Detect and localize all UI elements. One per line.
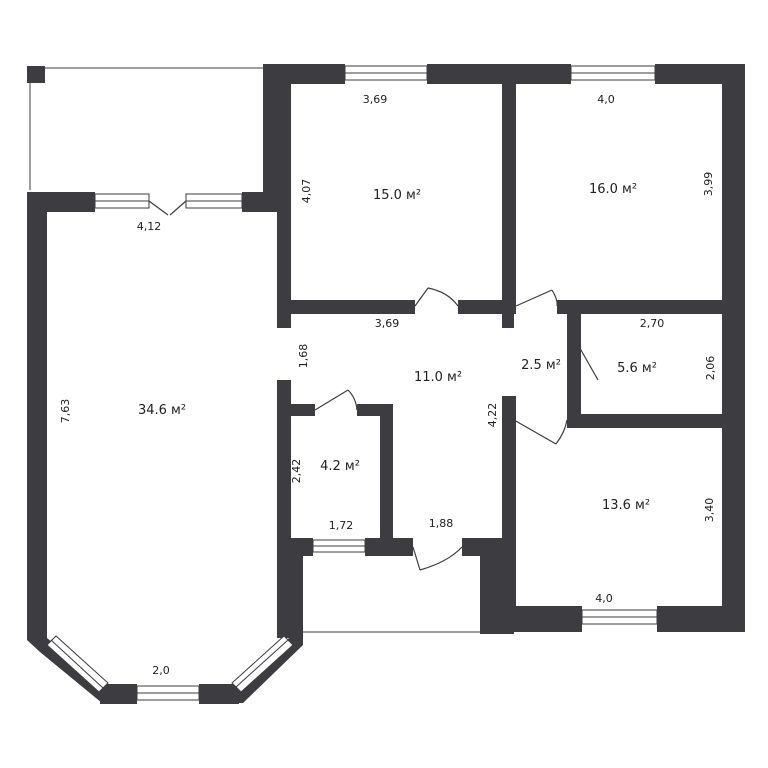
dim-bath-width: 2,70	[640, 317, 665, 330]
windows	[46, 65, 658, 701]
dim-living-width: 4,12	[137, 220, 162, 233]
dim-wc-height: 2,42	[290, 459, 303, 484]
dim-opening-height: 1,68	[297, 344, 310, 369]
dimension-labels: 3,69 4,0 4,07 3,99 4,12 3,69 2,70 1,68 2…	[59, 93, 717, 677]
area-bedroom-bottom-right: 13.6 м²	[602, 498, 650, 513]
dim-bottom-room-width: 4,0	[595, 592, 613, 605]
room-areas: 34.6 м² 15.0 м² 16.0 м² 11.0 м² 2.5 м² 5…	[138, 182, 657, 513]
dim-hall-width: 3,69	[375, 317, 400, 330]
area-corridor-small: 2.5 м²	[521, 358, 561, 373]
dim-entrance-width: 1,88	[429, 517, 454, 530]
dim-bay-width: 2,0	[152, 664, 170, 677]
area-living: 34.6 м²	[138, 403, 186, 418]
area-hall: 11.0 м²	[414, 370, 462, 385]
dim-top-left-room-width: 3,69	[363, 93, 388, 106]
dim-bottom-room-height: 3,40	[703, 498, 716, 523]
doors	[148, 200, 599, 571]
dim-top-left-room-height: 4,07	[300, 179, 313, 204]
walls	[27, 64, 745, 704]
dim-wc-width: 1,72	[329, 519, 354, 532]
dim-bath-height: 2,06	[704, 356, 717, 381]
dim-top-right-room-height: 3,99	[702, 172, 715, 197]
area-bedroom-top-left: 15.0 м²	[373, 188, 421, 203]
dim-hall-height: 4,22	[486, 403, 499, 428]
area-bedroom-top-right: 16.0 м²	[589, 182, 637, 197]
area-wc: 4.2 м²	[320, 459, 360, 474]
area-bath: 5.6 м²	[617, 361, 657, 376]
dim-living-height: 7,63	[59, 399, 72, 424]
dim-top-right-room-width: 4,0	[597, 93, 615, 106]
